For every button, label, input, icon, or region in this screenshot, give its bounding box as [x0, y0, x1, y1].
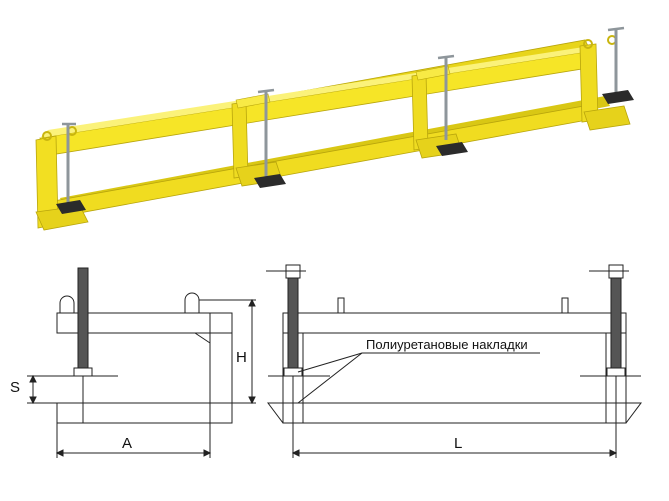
front-view-drawing	[266, 264, 642, 458]
side-bottom-beam	[56, 402, 233, 424]
dim-a-label: A	[122, 435, 132, 452]
front-screw-right	[610, 277, 622, 369]
front-bottom-beam	[267, 402, 642, 424]
clamp-screw-1	[56, 122, 86, 214]
side-leg	[209, 312, 233, 424]
frame-3d-illustration	[35, 26, 634, 231]
cross-bar-1	[235, 93, 271, 109]
dim-s-label: S	[10, 379, 20, 396]
clamp-screw-2	[254, 88, 286, 188]
side-eye-right	[184, 292, 200, 313]
clamp-screw-4	[602, 26, 634, 104]
side-screw	[77, 267, 89, 369]
end-foot-right	[583, 105, 631, 131]
dim-h-label: H	[236, 349, 247, 366]
side-view-drawing	[27, 267, 256, 458]
upper-rail-top	[40, 46, 590, 138]
upper-rail-front	[39, 51, 589, 157]
clamp-screw-3	[436, 54, 468, 156]
lifting-eye-1	[42, 131, 52, 141]
dim-l-label: L	[454, 435, 462, 452]
lifting-eye-3	[583, 39, 593, 49]
side-eye-left	[59, 295, 75, 313]
front-screw-left	[287, 277, 299, 369]
callout-label: Полиуретановые накладки	[366, 337, 528, 352]
cross-bar-2	[415, 65, 451, 81]
front-top-beam	[282, 312, 627, 334]
